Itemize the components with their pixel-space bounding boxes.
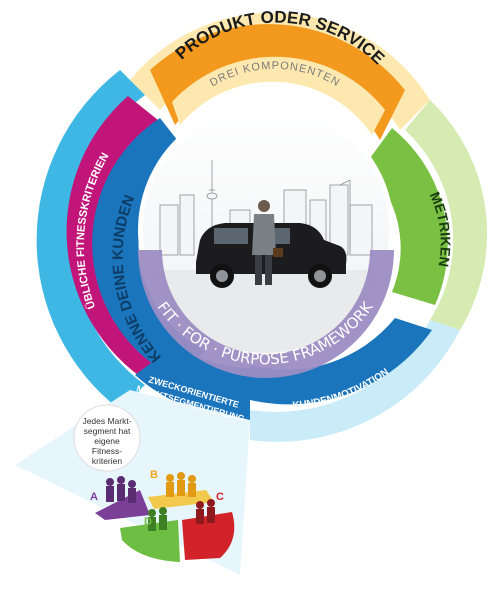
callout-bubble [73, 404, 141, 472]
motivation-band [250, 318, 432, 405]
segment-b-letter: B [150, 469, 158, 481]
segment-d-letter: D [144, 516, 152, 528]
segment-a-people-icon [106, 476, 136, 503]
segment-c-people-icon [196, 499, 215, 524]
svg-text:kriterien: kriterien [92, 456, 123, 466]
person-icon [252, 200, 283, 285]
segment-c-wedge [182, 512, 235, 560]
segment-b-people-icon [166, 472, 196, 497]
segment-b-slab [148, 490, 214, 509]
taxi-photo [143, 107, 389, 353]
segment-a-letter: A [90, 491, 98, 503]
right-outer-band [405, 100, 488, 330]
svg-text:Fitness-: Fitness- [92, 446, 122, 456]
segment-a-wedge [95, 490, 150, 520]
framework-arc [138, 250, 394, 378]
svg-text:Jedes Markt-: Jedes Markt- [82, 416, 131, 426]
left-cyan-ring [36, 70, 145, 410]
product-band [150, 24, 405, 140]
svg-text:segment hat: segment hat [84, 426, 131, 436]
segment-c-letter: C [216, 491, 224, 503]
metriken-band [365, 128, 448, 305]
segmentation-band [135, 345, 250, 420]
segment-d-people-icon [148, 507, 167, 531]
svg-text:eigene: eigene [94, 436, 120, 446]
segment-d-wedge [120, 520, 180, 562]
callout-text: Jedes Markt- segment hat eigene Fitness-… [82, 416, 131, 466]
fitness-criteria-band [66, 96, 165, 375]
bottom-outer-band [250, 320, 460, 442]
product-band-inner [172, 56, 385, 135]
kunden-band [92, 118, 205, 380]
